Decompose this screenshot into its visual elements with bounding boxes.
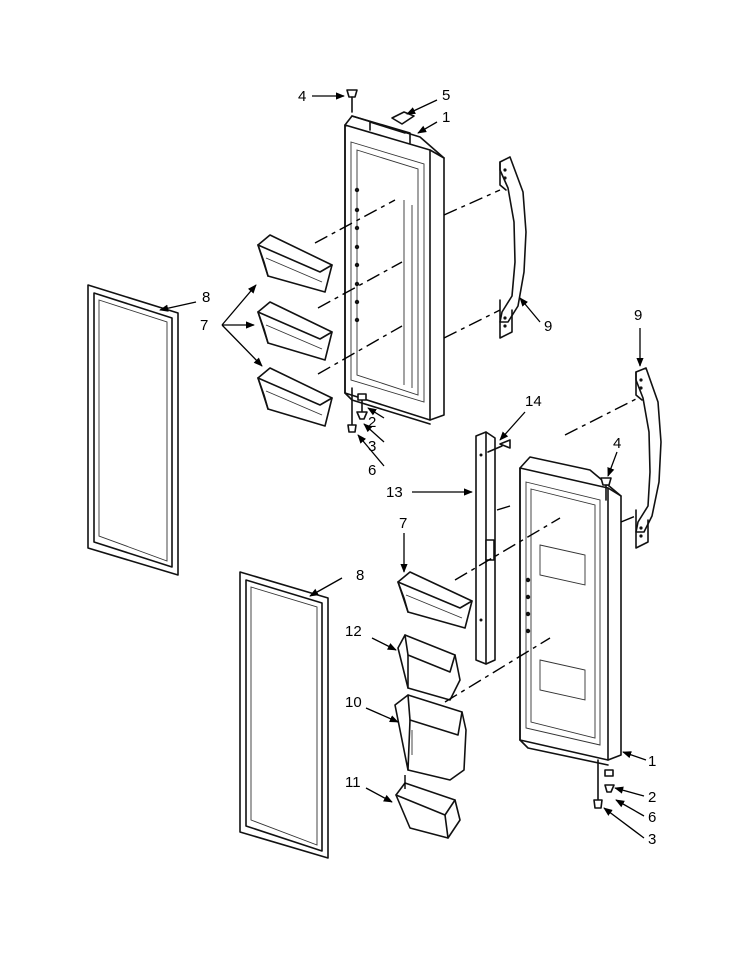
screw-4-right <box>600 477 612 501</box>
callout-6-top: 6 <box>368 462 376 479</box>
bin-12 <box>397 634 461 701</box>
handle-9-upper <box>499 156 527 339</box>
bracket-10 <box>394 694 467 781</box>
door-gasket-8-left <box>87 284 179 576</box>
left-door-assembly <box>344 115 445 425</box>
callout-9-top: 9 <box>544 318 552 335</box>
bin-11 <box>395 782 461 839</box>
center-mullion-13 <box>475 431 496 665</box>
callout-12: 12 <box>345 623 362 640</box>
callout-6-bottom: 6 <box>648 809 656 826</box>
door-gasket-8-mid <box>239 571 329 859</box>
door-bin-7-mid <box>397 571 473 629</box>
callout-14: 14 <box>525 393 542 410</box>
right-door-assembly <box>519 456 622 766</box>
callout-2-bottom: 2 <box>648 789 656 806</box>
handle-9-lower <box>635 367 662 549</box>
door-bin-7-c <box>257 367 333 427</box>
callout-13: 13 <box>386 484 403 501</box>
callout-11: 11 <box>345 774 361 791</box>
callout-8-mid: 8 <box>356 567 364 584</box>
callout-8-left: 8 <box>202 289 210 306</box>
callout-9-right: 9 <box>634 307 642 324</box>
callout-5: 5 <box>442 87 450 104</box>
screw-14 <box>487 439 511 453</box>
callout-10: 10 <box>345 694 362 711</box>
callout-1-top: 1 <box>442 109 450 126</box>
callout-4-top: 4 <box>298 88 306 105</box>
callout-4-right: 4 <box>613 435 621 452</box>
door-bin-7-b <box>257 301 333 361</box>
alignment-lines-lower <box>404 397 639 790</box>
hinge-cap-5 <box>391 111 415 125</box>
callout-3-bottom: 3 <box>648 831 656 848</box>
callout-1-right: 1 <box>648 753 656 770</box>
callout-labels: 4 5 1 8 7 9 2 3 6 9 14 4 13 7 8 12 10 11… <box>200 87 656 848</box>
callout-3-top: 3 <box>368 438 376 455</box>
alignment-lines-upper <box>314 189 501 375</box>
hinge-hardware-left <box>347 387 368 433</box>
callout-2-top: 2 <box>368 414 376 431</box>
leader-arrows <box>159 92 647 839</box>
hinge-hardware-right <box>593 759 615 809</box>
screw-4-top <box>346 89 358 113</box>
callout-7-left: 7 <box>200 317 208 334</box>
door-bin-7-a <box>257 234 333 293</box>
callout-7-mid: 7 <box>399 515 407 532</box>
